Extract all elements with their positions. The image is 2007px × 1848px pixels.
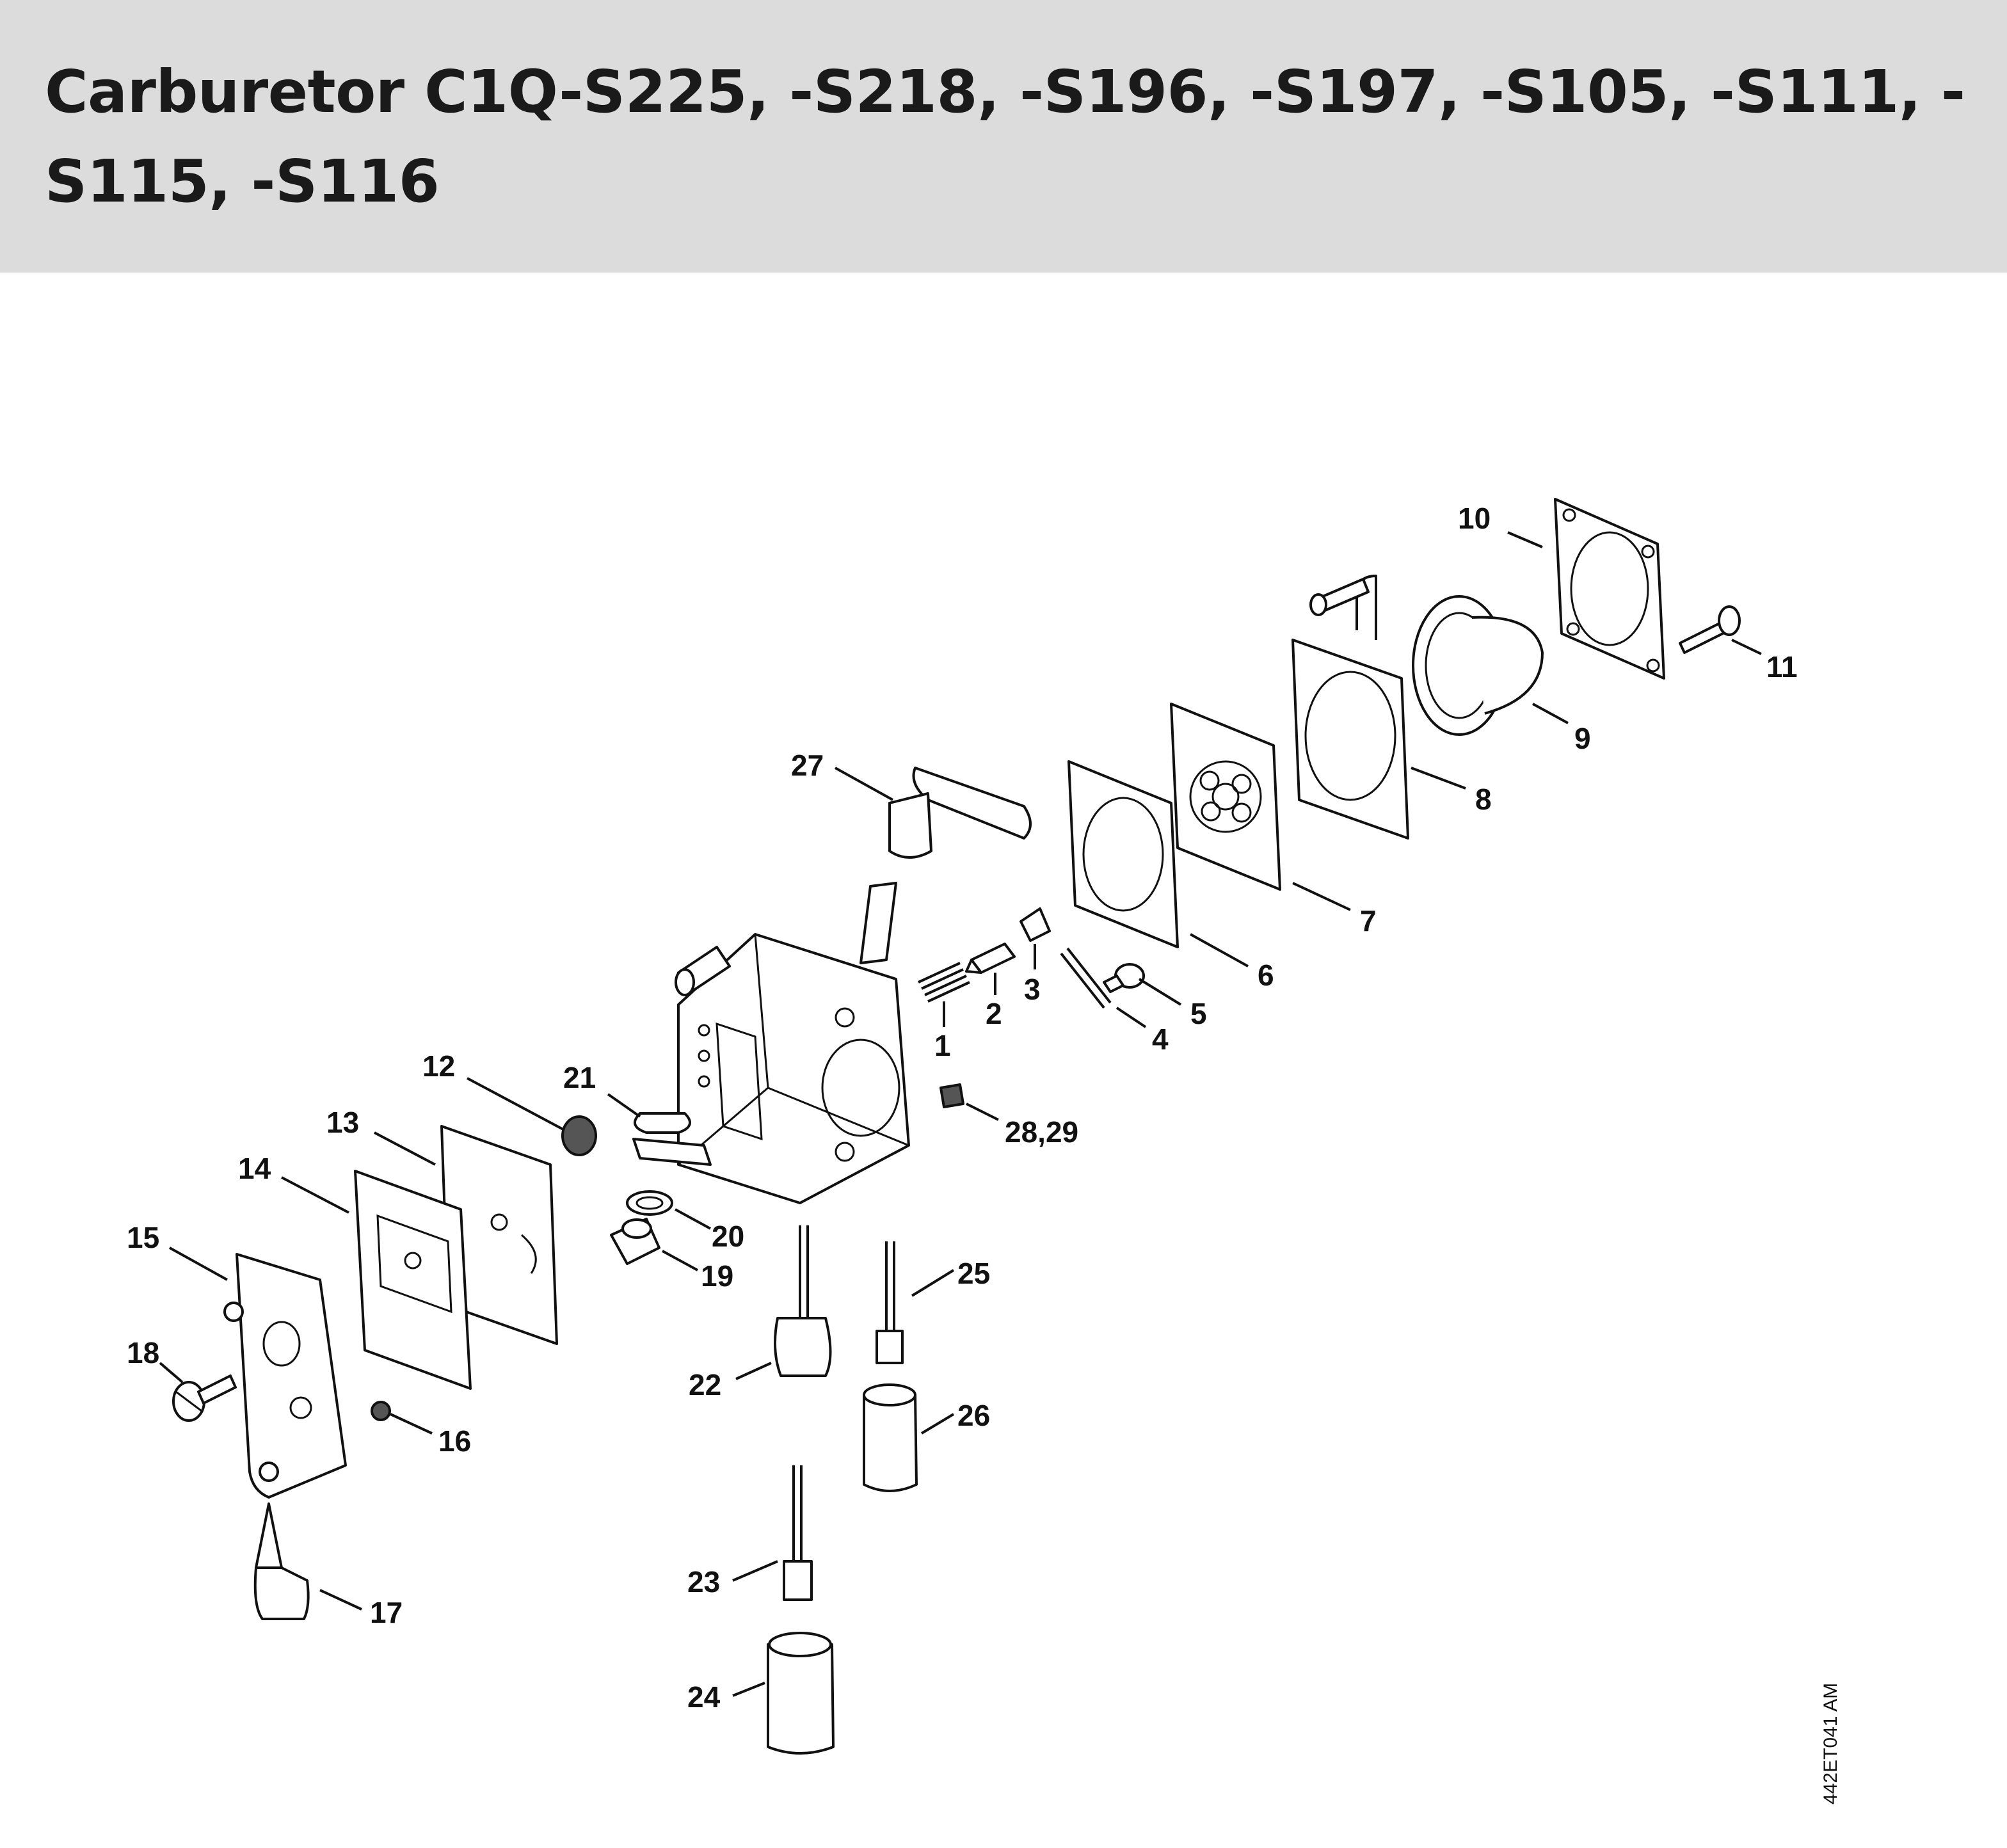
part-9-venturi — [1412, 595, 1544, 736]
part-7-diaphragm — [1170, 703, 1281, 891]
part-17-adjusting-screw — [253, 1502, 310, 1620]
callout-5: 5 — [1190, 997, 1207, 1030]
callout-19: 19 — [701, 1259, 733, 1293]
callout-17: 17 — [370, 1596, 403, 1629]
part-10-gasket-plate — [1554, 498, 1665, 680]
part-14-gasket — [354, 1170, 472, 1390]
callout-13: 13 — [326, 1106, 359, 1139]
part-22-adjusting-screw — [774, 1225, 832, 1377]
part-6-gasket — [1067, 760, 1179, 948]
callout-10: 10 — [1458, 502, 1491, 535]
drawing-code: 442ET041 AM — [1820, 1683, 1841, 1804]
part-19-fitting — [610, 1218, 660, 1265]
callout-8: 8 — [1475, 783, 1492, 816]
part-18-screw — [172, 1374, 237, 1422]
part-11-screw — [1679, 605, 1741, 654]
leader-lines — [159, 531, 1762, 1697]
part-16-plug — [371, 1401, 391, 1421]
part-24-sleeve — [767, 1632, 835, 1755]
callout-2: 2 — [986, 997, 1002, 1030]
part-27-choke-knob — [888, 767, 1032, 859]
callout-7: 7 — [1360, 904, 1377, 937]
callout-25: 25 — [957, 1257, 990, 1290]
part-2-inlet-needle — [965, 943, 1016, 974]
callout-18: 18 — [127, 1336, 159, 1369]
part-8-pump-housing — [1291, 575, 1409, 840]
callout-6: 6 — [1258, 959, 1274, 992]
part-1-spring — [918, 962, 970, 1003]
part-12-screen — [561, 1115, 597, 1156]
part-23-jet — [783, 1465, 813, 1601]
callout-1: 1 — [934, 1029, 951, 1062]
callout-24: 24 — [687, 1680, 721, 1714]
callout-11: 11 — [1766, 650, 1798, 683]
part-3-lever — [1019, 907, 1051, 942]
part-25-jet — [876, 1241, 904, 1364]
callout-3: 3 — [1024, 973, 1041, 1006]
callout-15: 15 — [127, 1221, 159, 1254]
callout-23: 23 — [687, 1565, 720, 1598]
page-title: Carburetor C1Q-S225, -S218, -S196, -S197… — [45, 58, 1965, 216]
part-5-screw — [1103, 963, 1145, 993]
callout-9: 9 — [1574, 722, 1591, 755]
callout-4: 4 — [1152, 1023, 1169, 1056]
part-28-29-plug — [940, 1083, 964, 1108]
callout-21: 21 — [563, 1061, 596, 1094]
callout-14: 14 — [238, 1152, 271, 1185]
callout-27: 27 — [791, 749, 824, 782]
part-15-cover — [223, 1253, 347, 1499]
callout-16: 16 — [438, 1424, 471, 1458]
part-4-pin — [1060, 947, 1112, 1009]
callout-22: 22 — [689, 1368, 721, 1401]
callout-20: 20 — [712, 1220, 744, 1253]
title-banner — [0, 0, 2007, 273]
part-20-ring — [626, 1190, 673, 1216]
callout-12: 12 — [422, 1049, 455, 1083]
callout-26: 26 — [957, 1399, 990, 1432]
callout-28-29: 28,29 — [1005, 1115, 1078, 1149]
part-21-clip — [632, 1112, 712, 1166]
carburetor-body — [675, 882, 910, 1204]
part-26-sleeve — [863, 1383, 918, 1492]
